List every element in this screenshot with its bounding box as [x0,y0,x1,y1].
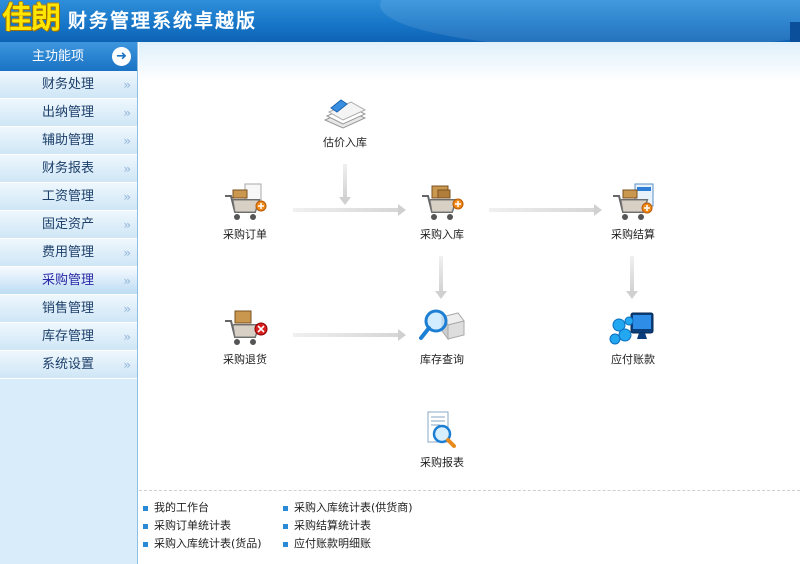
sidebar-item-label: 出纳管理 [42,105,95,120]
flow-arrow-settle-to-payable [626,256,638,299]
flow-arrow-in-to-settle [489,204,602,216]
flow-arrow-estimate-to-in [339,164,351,205]
node-stock-query[interactable]: 库存查询 [397,307,487,367]
sidebar-menu: 财务处理››出纳管理››辅助管理››财务报表››工资管理››固定资产››费用管理… [0,71,137,379]
sidebar-item-label: 销售管理 [42,301,95,316]
sidebar-item-label: 采购管理 [42,273,95,288]
node-payable-label: 应付账款 [611,353,655,366]
node-purchase-settle[interactable]: 采购结算 [588,182,678,242]
sidebar-item[interactable]: 工资管理 ›› [0,183,137,211]
node-purchase-settle-label: 采购结算 [611,228,655,241]
app-logo: 佳朗 [2,1,61,36]
app-title: 财务管理系统卓越版 [68,10,258,32]
link-purchase-in-stats-supplier[interactable]: 采购入库统计表(供货商) [283,499,413,515]
double-chevron-right-icon: ›› [123,162,130,176]
sidebar-heading-label: 主功能项 [32,49,85,64]
sidebar-item[interactable]: 系统设置 ›› [0,351,137,379]
double-chevron-right-icon: ›› [123,106,130,120]
sidebar-heading: 主功能项 ➜ [0,42,137,71]
sidebar-item-label: 工资管理 [42,189,95,204]
node-purchase-in-label: 采购入库 [420,228,464,241]
node-purchase-order[interactable]: 采购订单 [200,182,290,242]
monitor-network-icon [609,312,654,345]
double-chevron-right-icon: ›› [123,218,130,232]
cart-calculator-icon [613,183,654,220]
node-estimate-in[interactable]: 估价入库 [300,96,390,150]
header-corner [790,22,800,42]
double-chevron-right-icon: ›› [123,302,130,316]
bullet-icon [143,541,148,547]
flow-arrow-in-to-stock [435,256,447,299]
bullet-icon [283,505,288,511]
double-chevron-right-icon: ›› [123,358,130,372]
sidebar-item[interactable]: 销售管理 ›› [0,295,137,323]
flow-arrow-order-to-in [293,204,406,216]
bullet-icon [283,541,288,547]
sidebar-item[interactable]: 固定资产 ›› [0,211,137,239]
sidebar-item-label: 固定资产 [42,217,95,232]
main-content: 估价入库 采购订单 采购入库 [139,42,800,564]
node-purchase-return[interactable]: 采购退货 [200,307,290,367]
double-chevron-right-icon: ›› [123,134,130,148]
app-header: 佳朗 财务管理系统卓越版 [0,0,800,42]
node-purchase-report[interactable]: 采购报表 [397,410,487,470]
papers-icon [323,99,367,129]
sidebar-item-label: 辅助管理 [42,133,95,148]
cart-document-icon [225,183,267,220]
link-purchase-settle-stats[interactable]: 采购结算统计表 [283,517,371,533]
bullet-icon [283,523,288,529]
sidebar-item-label: 财务报表 [42,161,95,176]
link-my-workbench[interactable]: 我的工作台 [143,499,209,515]
sidebar-item[interactable]: 辅助管理 ›› [0,127,137,155]
sidebar-item-label: 财务处理 [42,77,95,92]
double-chevron-right-icon: ›› [123,274,130,288]
bullet-icon [143,523,148,529]
node-purchase-in[interactable]: 采购入库 [397,182,487,242]
double-chevron-right-icon: ›› [123,246,130,260]
link-payable-detail[interactable]: 应付账款明细账 [283,535,371,551]
node-payable[interactable]: 应付账款 [588,307,678,367]
sidebar-item[interactable]: 费用管理 ›› [0,239,137,267]
content-top-band [139,42,800,82]
sidebar-item[interactable]: 财务处理 ›› [0,71,137,99]
sidebar: 主功能项 ➜ 财务处理››出纳管理››辅助管理››财务报表››工资管理››固定资… [0,42,138,564]
sidebar-item-label: 库存管理 [42,329,95,344]
sidebar-item[interactable]: 出纳管理 ›› [0,99,137,127]
magnifier-boxes-icon [419,309,465,341]
header-shine [380,0,800,42]
node-purchase-order-label: 采购订单 [223,228,267,241]
sidebar-item[interactable]: 财务报表 ›› [0,155,137,183]
bullet-icon [143,505,148,511]
link-purchase-order-stats[interactable]: 采购订单统计表 [143,517,231,533]
link-purchase-in-stats-goods[interactable]: 采购入库统计表(货品) [143,535,262,551]
double-chevron-right-icon: ›› [123,78,130,92]
quick-links: 我的工作台 采购订单统计表 采购入库统计表(货品) 采购入库统计表(供货商) 采… [139,490,800,564]
double-chevron-right-icon: ›› [123,330,130,344]
cart-add-icon [422,185,464,220]
arrow-right-icon[interactable]: ➜ [112,47,131,66]
sidebar-item-label: 费用管理 [42,245,95,260]
node-purchase-return-label: 采购退货 [223,353,267,366]
node-stock-query-label: 库存查询 [420,353,464,366]
node-estimate-in-label: 估价入库 [323,136,367,149]
sidebar-item[interactable]: 库存管理 ›› [0,323,137,351]
report-search-icon [427,411,456,448]
double-chevron-right-icon: ›› [123,190,130,204]
sidebar-item-label: 系统设置 [42,357,95,372]
sidebar-item[interactable]: 采购管理 ›› [0,267,137,295]
flow-arrow-return-to-stock [293,329,406,341]
cart-remove-icon [225,310,268,345]
node-purchase-report-label: 采购报表 [420,456,464,469]
